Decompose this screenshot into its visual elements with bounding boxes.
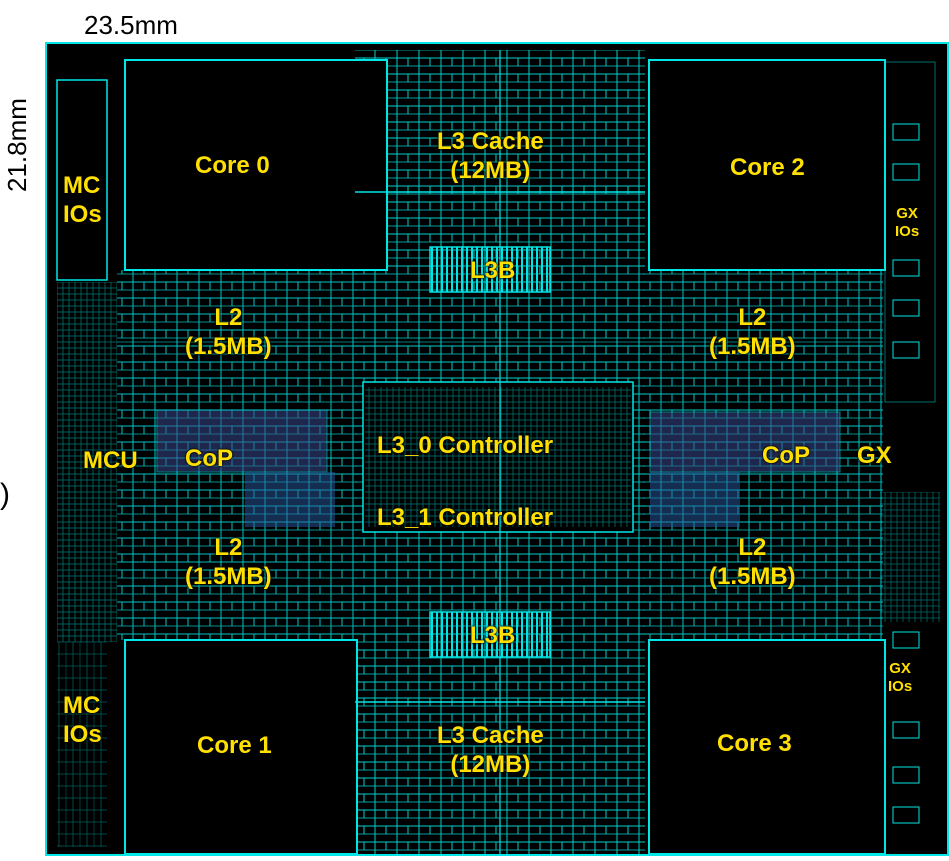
l2-top-left-label: L2 (1.5MB) xyxy=(185,304,272,362)
mc-ios-bottom-label: MC IOs xyxy=(63,692,102,750)
gx-ios-bottom-name: GX xyxy=(889,660,911,677)
l2-bottom-left-size: (1.5MB) xyxy=(185,562,272,590)
cropped-paren-glyph: ) xyxy=(0,478,10,511)
mcu-label: MCU xyxy=(83,447,138,474)
mc-ios-top-block xyxy=(56,79,108,281)
l3-cache-top-name: L3 Cache xyxy=(437,128,544,155)
gx-label: GX xyxy=(857,442,892,469)
l3-cache-bottom-label: L3 Cache (12MB) xyxy=(437,722,544,780)
mc-ios-bottom-sub: IOs xyxy=(63,720,102,748)
l2-top-left-name: L2 xyxy=(214,304,243,331)
l2-top-right-label: L2 (1.5MB) xyxy=(709,304,796,362)
die-height-label: 21.8mm xyxy=(2,98,32,192)
mc-ios-bottom-name: MC xyxy=(63,692,101,719)
core0-label: Core 0 xyxy=(195,152,270,179)
core2-block xyxy=(648,59,886,271)
l3b-bottom-label: L3B xyxy=(470,622,516,649)
l2-top-right-name: L2 xyxy=(738,304,767,331)
l3-cache-bottom-name: L3 Cache xyxy=(437,722,544,749)
core3-block xyxy=(648,639,886,855)
l3b-top-label: L3B xyxy=(470,257,516,284)
gx-ios-bottom-sub: IOs xyxy=(888,678,913,695)
gx-ios-top-label: GX IOs xyxy=(895,205,919,241)
processor-die: Core 0 Core 2 Core 1 Core 3 L3 Cache (12… xyxy=(45,42,949,856)
core0-block xyxy=(124,59,388,271)
l2-top-left-size: (1.5MB) xyxy=(185,332,272,360)
gx-ios-top-name: GX xyxy=(896,205,918,222)
core1-block xyxy=(124,639,358,855)
l2-bottom-right-name: L2 xyxy=(738,534,767,561)
l2-bottom-right-label: L2 (1.5MB) xyxy=(709,534,796,592)
core1-label: Core 1 xyxy=(197,732,272,759)
mc-ios-top-name: MC xyxy=(63,172,101,199)
cop-right-label: CoP xyxy=(762,442,810,469)
gx-ios-bottom-label: GX IOs xyxy=(888,660,912,696)
l2-bottom-left-name: L2 xyxy=(214,534,243,561)
l2-bottom-right-size: (1.5MB) xyxy=(709,562,796,590)
die-width-label: 23.5mm xyxy=(84,10,178,40)
cop-left-label: CoP xyxy=(185,445,233,472)
l3-0-controller-label: L3_0 Controller xyxy=(377,432,554,459)
l3-1-controller-label: L3_1 Controller xyxy=(377,504,554,531)
core2-label: Core 2 xyxy=(730,154,805,181)
die-floorplan-graphic xyxy=(45,42,949,856)
l3-cache-top-size: (12MB) xyxy=(450,156,531,184)
l2-top-right-size: (1.5MB) xyxy=(709,332,796,360)
l3-cache-top-label: L3 Cache (12MB) xyxy=(437,128,544,186)
core3-label: Core 3 xyxy=(717,730,792,757)
l3-cache-bottom-size: (12MB) xyxy=(450,750,531,778)
gx-ios-top-sub: IOs xyxy=(895,223,920,240)
mc-ios-top-label: MC IOs xyxy=(63,172,102,230)
mc-ios-top-sub: IOs xyxy=(63,200,102,228)
l2-bottom-left-label: L2 (1.5MB) xyxy=(185,534,272,592)
